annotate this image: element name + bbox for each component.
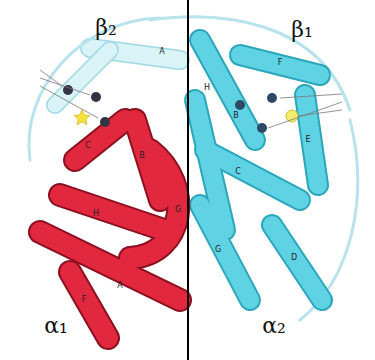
helix-letter: C (85, 142, 91, 150)
helix-letter: C (235, 168, 241, 176)
helix-letter: D (291, 254, 297, 262)
helix-letter: B (233, 112, 239, 120)
helix-letter: H (204, 84, 210, 92)
helix-letter: H (93, 210, 99, 218)
subunit-label: α₂ (262, 315, 286, 337)
helix-letter: F (82, 296, 87, 304)
helix-letter: G (175, 206, 181, 214)
beta1-helices (195, 40, 322, 300)
helix-letter: A (159, 48, 164, 56)
dimer-divider (187, 0, 189, 360)
helix-letter: F (278, 59, 283, 67)
subunit-label: α₁ (44, 315, 68, 337)
subunit-label: β₂ (95, 17, 117, 39)
heme-groups (63, 85, 298, 133)
helix-letter: E (305, 136, 310, 144)
helix-letter: G (215, 246, 221, 254)
residue-leaders (40, 70, 342, 128)
alpha1-helices (40, 120, 180, 338)
helix-letter: B (139, 152, 145, 160)
subunit-label: β₁ (291, 19, 313, 41)
helix-letter: A (117, 282, 122, 290)
